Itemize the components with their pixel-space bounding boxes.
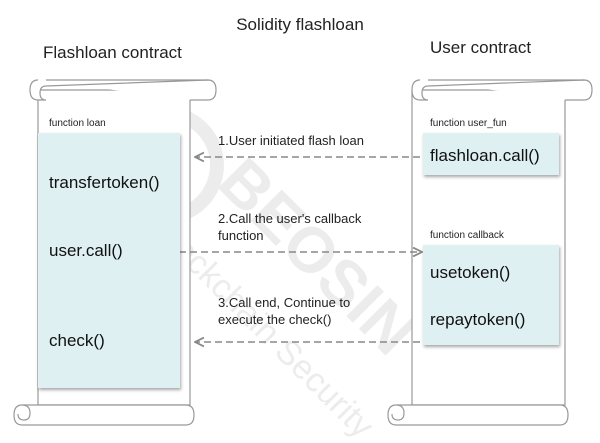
svg-text:BEOSIN: BEOSIN (205, 144, 429, 368)
loan-function-label: function loan (49, 118, 106, 129)
callback-box (423, 245, 559, 345)
arrow-3-label-line2: execute the check() (218, 312, 332, 327)
repaytoken-call: repaytoken() (430, 310, 526, 329)
arrow-3-label: 3.Call end, Continue to execute the chec… (218, 294, 350, 328)
step-user-call: user.call() (49, 241, 123, 260)
callback-label: function callback (430, 230, 504, 241)
right-heading: User contract (430, 38, 532, 57)
arrow-2-label: 2.Call the user's callback function (218, 210, 361, 244)
step-check: check() (49, 331, 105, 350)
arrow-1-label: 1.User initiated flash loan (218, 133, 364, 148)
arrow-2-label-line2: function (218, 228, 264, 243)
flashloan-call: flashloan.call() (430, 146, 540, 165)
diagram-title: Solidity flashloan (236, 15, 364, 34)
left-heading: Flashloan contract (43, 43, 182, 62)
arrow-2-label-line1: 2.Call the user's callback (218, 211, 362, 226)
usetoken-call: usetoken() (430, 263, 511, 282)
loan-function-box (38, 133, 180, 388)
user-fun-box (423, 133, 559, 175)
user-fun-label: function user_fun (430, 118, 507, 129)
step-transfertoken: transfertoken() (49, 173, 160, 192)
arrow-3-label-line1: 3.Call end, Continue to (218, 295, 351, 310)
